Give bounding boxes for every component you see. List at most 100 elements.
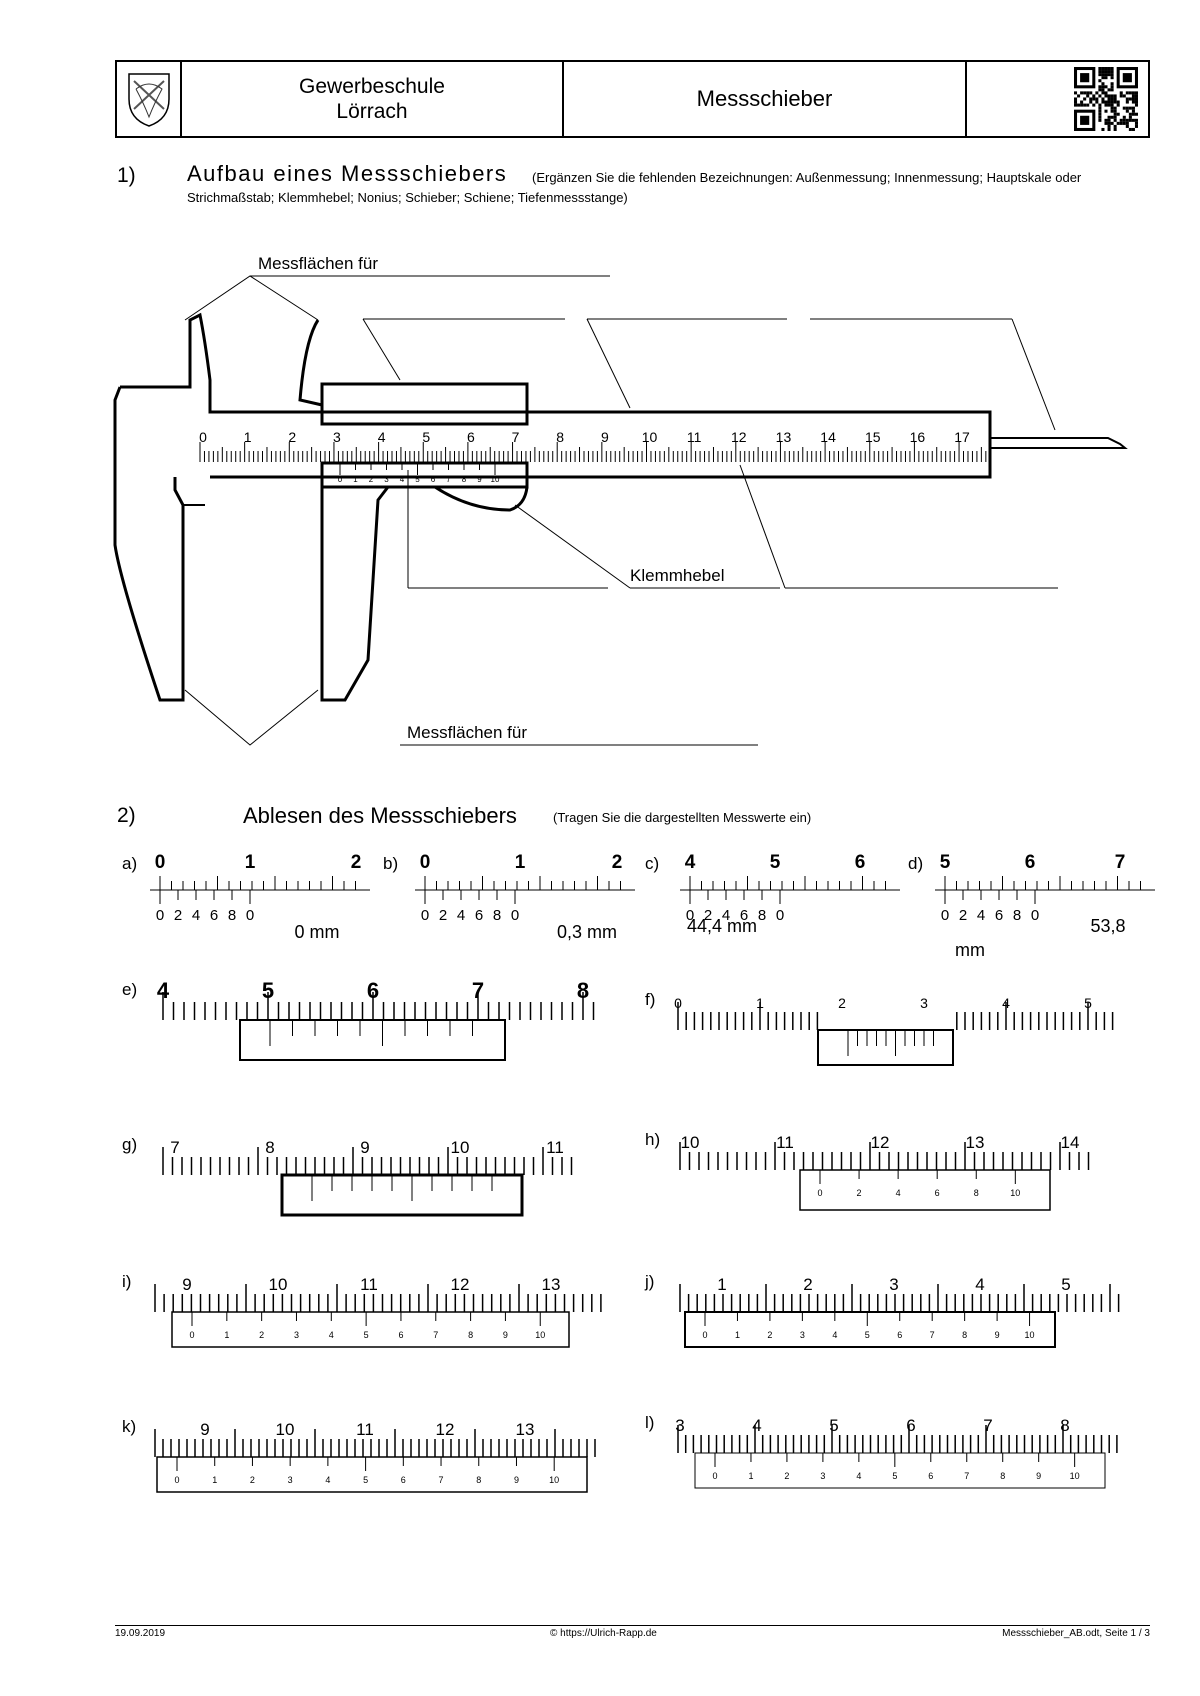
exercise-label: h) <box>645 1130 660 1149</box>
main-number: 5 <box>829 1416 838 1435</box>
vernier-number: 0 <box>686 907 694 924</box>
qr-code-icon <box>1074 67 1138 131</box>
main-number: 1 <box>515 852 526 873</box>
exercise-label: c) <box>645 854 659 873</box>
vernier-number: 4 <box>400 475 405 484</box>
vernier-number: 1 <box>212 1475 217 1485</box>
main-scale-number: 16 <box>910 429 926 445</box>
exercise-label: i) <box>122 1272 131 1291</box>
main-scale-number: 0 <box>199 429 207 445</box>
vernier-number: 5 <box>363 1475 368 1485</box>
vernier-number: 2 <box>959 907 967 924</box>
vernier-number: 8 <box>493 907 501 924</box>
vernier-number: 6 <box>401 1475 406 1485</box>
main-number: 1 <box>245 852 256 873</box>
document-title-cell: Messschieber <box>564 62 967 136</box>
section2-title: Ablesen des Messschiebers <box>243 803 517 828</box>
main-scale-number: 14 <box>820 429 836 445</box>
main-number: 4 <box>685 852 696 873</box>
exercise-label: j) <box>644 1272 654 1291</box>
vernier-number: 4 <box>896 1188 901 1198</box>
main-scale-number: 13 <box>776 429 792 445</box>
vernier-number: 9 <box>503 1330 508 1340</box>
vernier-number: 5 <box>415 475 420 484</box>
label-clamp-lever: Klemmhebel <box>630 566 725 585</box>
vernier-number: 3 <box>288 1475 293 1485</box>
vernier-number: 1 <box>224 1330 229 1340</box>
exercise-label: g) <box>122 1135 137 1154</box>
main-number: 11 <box>776 1133 794 1152</box>
main-scale-number: 4 <box>378 429 386 445</box>
vernier-number: 4 <box>722 907 730 924</box>
vernier-number: 5 <box>865 1330 870 1340</box>
main-number: 2 <box>351 852 362 873</box>
vernier-number: 6 <box>398 1330 403 1340</box>
main-scale-number: 7 <box>512 429 520 445</box>
main-scale-number: 9 <box>601 429 609 445</box>
section2-number: 2) <box>117 804 136 827</box>
main-number: 2 <box>838 995 846 1011</box>
main-number: 7 <box>983 1416 992 1435</box>
main-scale-number: 15 <box>865 429 881 445</box>
main-number: 11 <box>360 1275 378 1294</box>
main-number: 4 <box>975 1275 984 1294</box>
main-number: 1 <box>717 1275 726 1294</box>
vernier-number: 2 <box>857 1188 862 1198</box>
exercise-label: l) <box>645 1413 654 1432</box>
main-number: 7 <box>170 1138 179 1157</box>
vernier-number: 6 <box>431 475 436 484</box>
vernier-number: 10 <box>491 475 500 484</box>
main-number: 3 <box>889 1275 898 1294</box>
vernier-number: 0 <box>421 907 429 924</box>
vernier-number: 7 <box>439 1475 444 1485</box>
main-number: 10 <box>681 1133 700 1152</box>
vernier-number: 6 <box>210 907 218 924</box>
vernier-number: 0 <box>246 907 254 924</box>
main-number: 11 <box>356 1420 374 1439</box>
vernier-number: 6 <box>897 1330 902 1340</box>
main-number: 12 <box>871 1133 890 1152</box>
vernier-number: 8 <box>228 907 236 924</box>
vernier-number: 0 <box>338 475 343 484</box>
answer-d: 53,8 <box>1090 916 1125 936</box>
vernier-number: 3 <box>820 1471 825 1481</box>
vernier-number: 9 <box>1036 1471 1041 1481</box>
vernier-number: 10 <box>1070 1471 1080 1481</box>
vernier-number: 10 <box>1025 1330 1035 1340</box>
qr-cell <box>967 62 1148 136</box>
main-number: 12 <box>436 1420 455 1439</box>
main-number: 3 <box>920 995 928 1011</box>
vernier-number: 0 <box>712 1471 717 1481</box>
vernier-number: 4 <box>325 1475 330 1485</box>
vernier-number: 6 <box>928 1471 933 1481</box>
main-number: 14 <box>1061 1133 1080 1152</box>
main-number: 11 <box>546 1138 564 1157</box>
vernier-number: 6 <box>475 907 483 924</box>
main-number: 5 <box>940 852 951 873</box>
vernier-number: 2 <box>250 1475 255 1485</box>
vernier-number: 4 <box>856 1471 861 1481</box>
document-title: Messschieber <box>696 86 833 111</box>
vernier-number: 1 <box>353 475 358 484</box>
vernier-number: 10 <box>549 1475 559 1485</box>
main-number: 10 <box>269 1275 288 1294</box>
main-number: 6 <box>1025 852 1036 873</box>
main-number: 8 <box>265 1138 274 1157</box>
main-number: 13 <box>516 1420 535 1439</box>
exercise-label: d) <box>908 854 923 873</box>
vernier-number: 1 <box>748 1471 753 1481</box>
main-number: 0 <box>420 852 431 873</box>
vernier-number: 0 <box>817 1188 822 1198</box>
vernier-number: 3 <box>384 475 389 484</box>
vernier-number: 8 <box>974 1188 979 1198</box>
vernier-number: 4 <box>457 907 465 924</box>
vernier-number: 0 <box>174 1475 179 1485</box>
